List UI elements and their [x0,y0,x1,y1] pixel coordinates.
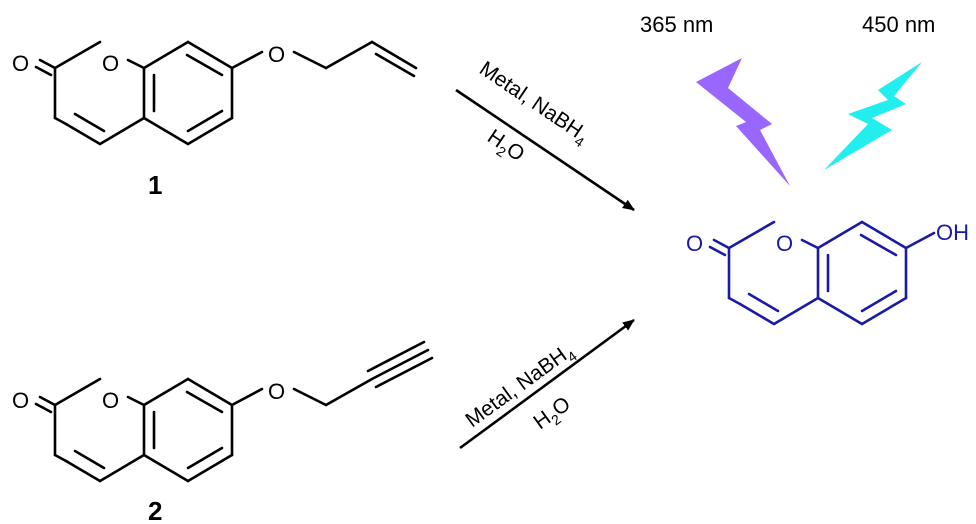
carbonyl-oxygen-label: O [12,51,29,76]
compound-2-number: 2 [148,496,162,524]
reaction-arrow-top [455,88,635,212]
carbonyl-oxygen-label: O [686,231,703,256]
lightning-bolt-icon [696,58,790,186]
hydroxyl-label: OH [936,220,969,245]
compound-1-number: 1 [148,170,162,200]
ring-oxygen-label: O [776,231,793,256]
solvent-label-top: H2O [481,125,529,169]
compound-2 [34,340,434,483]
reaction-arrow-bottom [459,318,635,450]
uv-wavelength-label: 365 nm [640,12,713,37]
ring-oxygen-label: O [102,51,119,76]
solvent-label-bottom: H2O [529,392,577,437]
compound-1 [34,40,418,146]
ring-oxygen-label: O [102,388,119,413]
product-umbelliferone [708,220,936,326]
ether-oxygen-label: O [268,42,285,67]
visible-wavelength-label: 450 nm [862,12,935,37]
ether-oxygen-label: O [268,379,285,404]
reagent-label-bottom: Metal, NaBH4 [461,339,580,436]
lightning-bolt-icon [824,62,922,170]
carbonyl-oxygen-label: O [12,388,29,413]
